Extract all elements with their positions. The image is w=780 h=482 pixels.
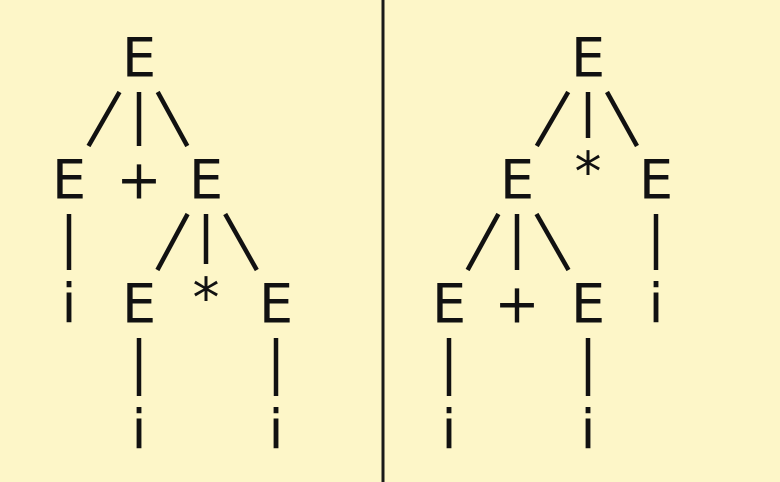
tree-node-i3: i	[580, 399, 595, 462]
tree-node-root: E	[571, 27, 605, 90]
tree-node-r1: E	[189, 149, 223, 212]
tree-edge-r1-e3	[223, 212, 259, 272]
tree-edge-l1-e2	[465, 212, 501, 272]
tree-node-root: E	[122, 27, 156, 90]
tree-node-l1: E	[52, 149, 86, 212]
tree-node-plus: +	[494, 273, 539, 336]
tree-node-e3: E	[571, 273, 605, 336]
tree-node-star: *	[193, 267, 220, 330]
tree-node-i2: i	[131, 399, 146, 462]
tree-node-i3: i	[268, 399, 283, 462]
tree-node-star: *	[575, 141, 602, 204]
tree-node-e3: E	[259, 273, 293, 336]
tree-edge-root-l1	[534, 90, 571, 148]
tree-node-i1: i	[648, 273, 663, 336]
tree-edge-root-r1	[155, 90, 190, 148]
tree-node-i1: i	[61, 273, 76, 336]
tree-node-r1: E	[639, 149, 673, 212]
tree-node-i2: i	[441, 399, 456, 462]
tree-node-e2: E	[122, 273, 156, 336]
tree-node-l1: E	[500, 149, 534, 212]
tree-edge-root-l1	[86, 90, 122, 148]
tree-edge-l1-e3	[534, 212, 571, 272]
tree-edge-r1-e2	[155, 212, 190, 272]
tree-node-e2: E	[432, 273, 466, 336]
tree-node-plus: +	[116, 149, 161, 212]
tree-edge-root-r1	[605, 90, 639, 148]
